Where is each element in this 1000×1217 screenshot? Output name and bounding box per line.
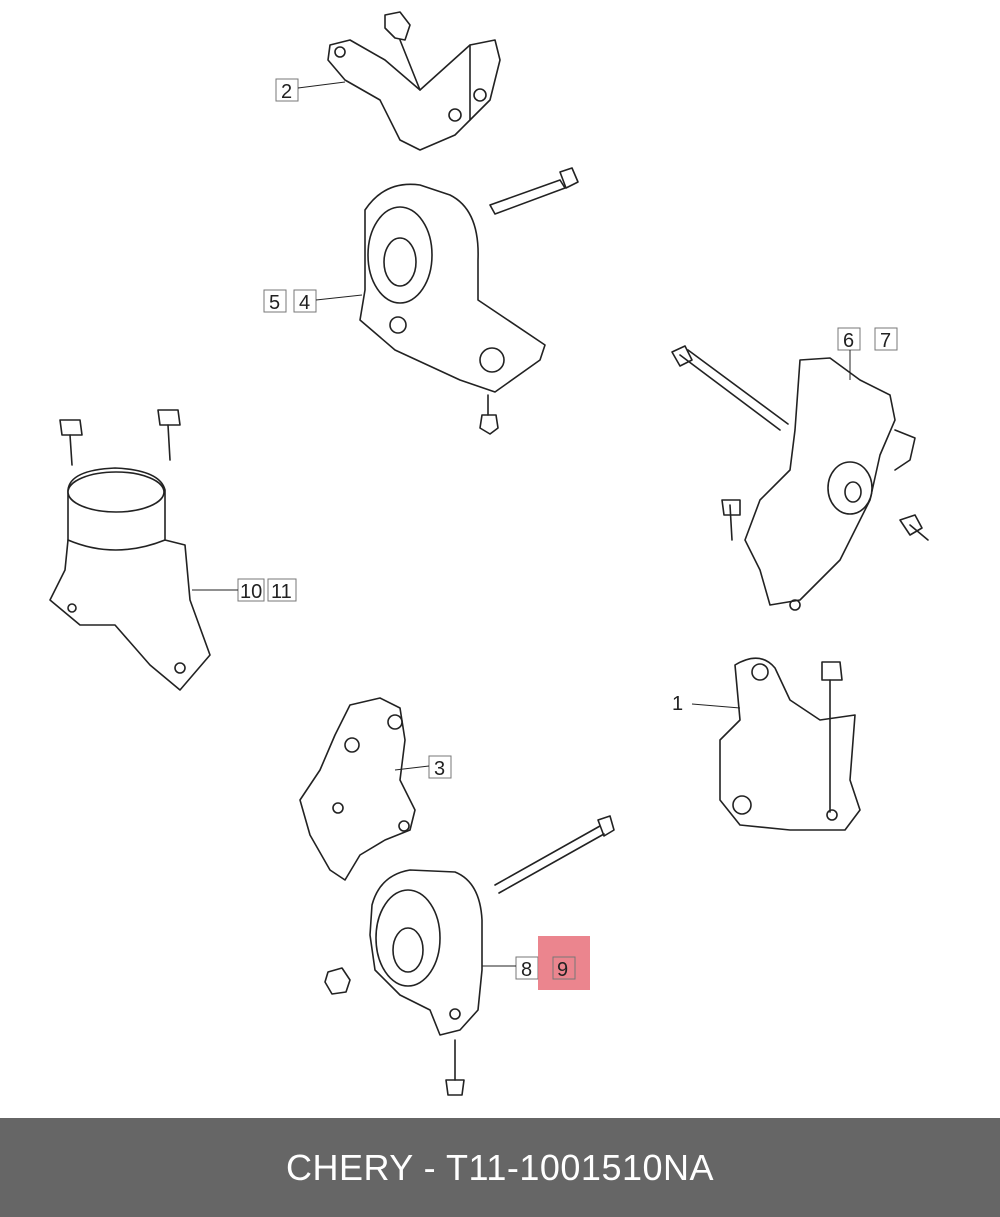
footer-bar: CHERY - T11-1001510NA <box>0 1118 1000 1217</box>
highlight-box <box>538 936 590 990</box>
callout-2: 2 <box>275 78 346 103</box>
svg-text:11: 11 <box>271 581 292 603</box>
engine-mount-diagram: 2 5 4 6 <box>49 11 929 1096</box>
svg-text:8: 8 <box>521 959 532 981</box>
part-4-mount <box>359 167 579 435</box>
callout-3: 3 <box>394 755 452 780</box>
svg-text:4: 4 <box>299 292 310 314</box>
part-10-mount <box>49 409 211 691</box>
footer-title: CHERY - T11-1001510NA <box>285 1146 715 1188</box>
callout-11: 11 <box>267 578 297 603</box>
callout-4: 4 <box>293 289 363 314</box>
callout-10: 10 <box>192 578 265 603</box>
part-8-mount <box>324 815 615 1096</box>
svg-text:10: 10 <box>240 581 262 603</box>
callout-8: 8 <box>482 956 539 981</box>
svg-text:2: 2 <box>281 81 292 103</box>
callout-5: 5 <box>263 289 287 314</box>
svg-text:3: 3 <box>434 758 445 780</box>
svg-text:6: 6 <box>843 330 854 352</box>
part-3-bracket <box>299 697 416 881</box>
callout-7: 7 <box>849 327 898 380</box>
callout-6: 6 <box>837 327 861 352</box>
svg-text:1: 1 <box>672 693 683 715</box>
callout-1: 1 <box>672 693 741 715</box>
part-6-mount <box>671 345 929 611</box>
svg-text:7: 7 <box>880 330 891 352</box>
svg-text:5: 5 <box>269 292 280 314</box>
callout-9-highlighted: 9 <box>538 936 590 990</box>
part-1-bracket <box>719 657 861 831</box>
svg-text:9: 9 <box>557 959 568 981</box>
part-2-bracket <box>327 11 501 151</box>
